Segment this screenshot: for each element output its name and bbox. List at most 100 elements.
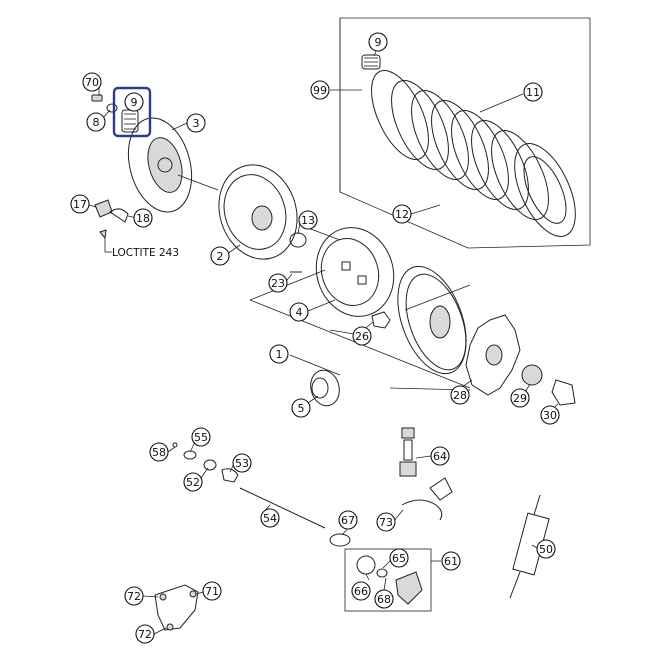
callout-circle [124, 586, 144, 606]
callout-c9b: 9 [368, 32, 388, 52]
callout-label: 3 [193, 117, 200, 130]
callout-label: 28 [453, 389, 467, 402]
callout-label: 18 [136, 212, 150, 225]
callout-c30: 30 [540, 405, 560, 425]
callout-c23: 23 [268, 273, 288, 293]
callout-c66: 66 [351, 581, 371, 601]
callout-circle [523, 82, 543, 102]
star-disc [465, 314, 521, 396]
callout-label: 55 [194, 431, 208, 444]
callout-circle [389, 548, 409, 568]
callout-c29: 29 [510, 388, 530, 408]
callout-label: 99 [313, 84, 327, 97]
clutch-plates [371, 70, 576, 237]
callout-circle [133, 208, 153, 228]
callout-circle [186, 113, 206, 133]
callout-label: 23 [271, 277, 285, 290]
callout-c52: 52 [183, 472, 203, 492]
callout-circle [392, 204, 412, 224]
callout-c53: 53 [232, 453, 252, 473]
callout-circle [269, 344, 289, 364]
callout-circle [540, 405, 560, 425]
spring-part [361, 54, 381, 70]
callout-label: 13 [301, 214, 315, 227]
callout-circle [289, 302, 309, 322]
callout-c26: 26 [352, 326, 372, 346]
callout-circle [291, 398, 311, 418]
callout-label: 66 [354, 585, 368, 598]
drive-gear [310, 369, 340, 407]
callout-circle [376, 512, 396, 532]
callout-label: 65 [392, 552, 406, 565]
clutch-basket [218, 164, 298, 260]
bleeder-valve [399, 427, 417, 477]
callout-c5: 5 [291, 398, 311, 418]
o-ring-67 [329, 533, 351, 547]
callout-circle [191, 427, 211, 447]
callout-label: 72 [138, 628, 152, 641]
callout-c17: 17 [70, 194, 90, 214]
callout-c73: 73 [376, 512, 396, 532]
callout-c54: 54 [260, 508, 280, 528]
callout-c9a: 9 [124, 92, 144, 112]
callout-circle [268, 273, 288, 293]
spring-left [121, 109, 139, 133]
loctite-note: LOCTITE 243 [112, 247, 179, 259]
callout-circle [510, 388, 530, 408]
hose-bracket [401, 499, 443, 521]
callout-circle [202, 581, 222, 601]
callout-c11: 11 [523, 82, 543, 102]
callout-circle [298, 210, 318, 230]
callout-label: 1 [276, 348, 283, 361]
callout-circle [430, 446, 450, 466]
callout-label: 68 [377, 593, 391, 606]
callout-label: 9 [375, 36, 382, 49]
callout-label: 8 [93, 116, 100, 129]
callout-c72b: 72 [135, 624, 155, 644]
plate-pack-frame [339, 17, 591, 249]
pressure-plate [127, 117, 193, 213]
callout-label: 2 [217, 250, 224, 263]
callout-circle [368, 32, 388, 52]
callout-label: 5 [298, 402, 305, 415]
callout-c8: 8 [86, 112, 106, 132]
callout-c70: 70 [82, 72, 102, 92]
callout-c55: 55 [191, 427, 211, 447]
callout-c64: 64 [430, 446, 450, 466]
callout-c68: 68 [374, 589, 394, 609]
callout-label: 26 [355, 330, 369, 343]
callout-circle [351, 581, 371, 601]
callout-circle [441, 551, 461, 571]
callout-c72a: 72 [124, 586, 144, 606]
callout-c28: 28 [450, 385, 470, 405]
callout-circle [210, 246, 230, 266]
callout-circle [135, 624, 155, 644]
nut-26 [371, 311, 391, 329]
callout-c50: 50 [536, 539, 556, 559]
callout-label: 53 [235, 457, 249, 470]
slave-cylinder-frame [344, 548, 432, 612]
bushing-30 [551, 379, 576, 406]
callout-label: 58 [152, 446, 166, 459]
callout-circle [536, 539, 556, 559]
callout-circle [82, 72, 102, 92]
callout-circle [450, 385, 470, 405]
callout-c13: 13 [298, 210, 318, 230]
callout-label: 71 [205, 585, 219, 598]
callout-c1: 1 [269, 344, 289, 364]
callout-label: 54 [263, 512, 277, 525]
callout-label: 30 [543, 409, 557, 422]
callout-c58: 58 [149, 442, 169, 462]
callout-label: 11 [526, 86, 540, 99]
callout-circle [260, 508, 280, 528]
push-rod [239, 487, 326, 529]
clutch-cover [154, 584, 199, 631]
callout-label: 73 [379, 516, 393, 529]
callout-label: 9 [131, 96, 138, 109]
callout-circle [70, 194, 90, 214]
callout-circle [149, 442, 169, 462]
bearing-29 [521, 364, 543, 386]
callout-circle [310, 80, 330, 100]
